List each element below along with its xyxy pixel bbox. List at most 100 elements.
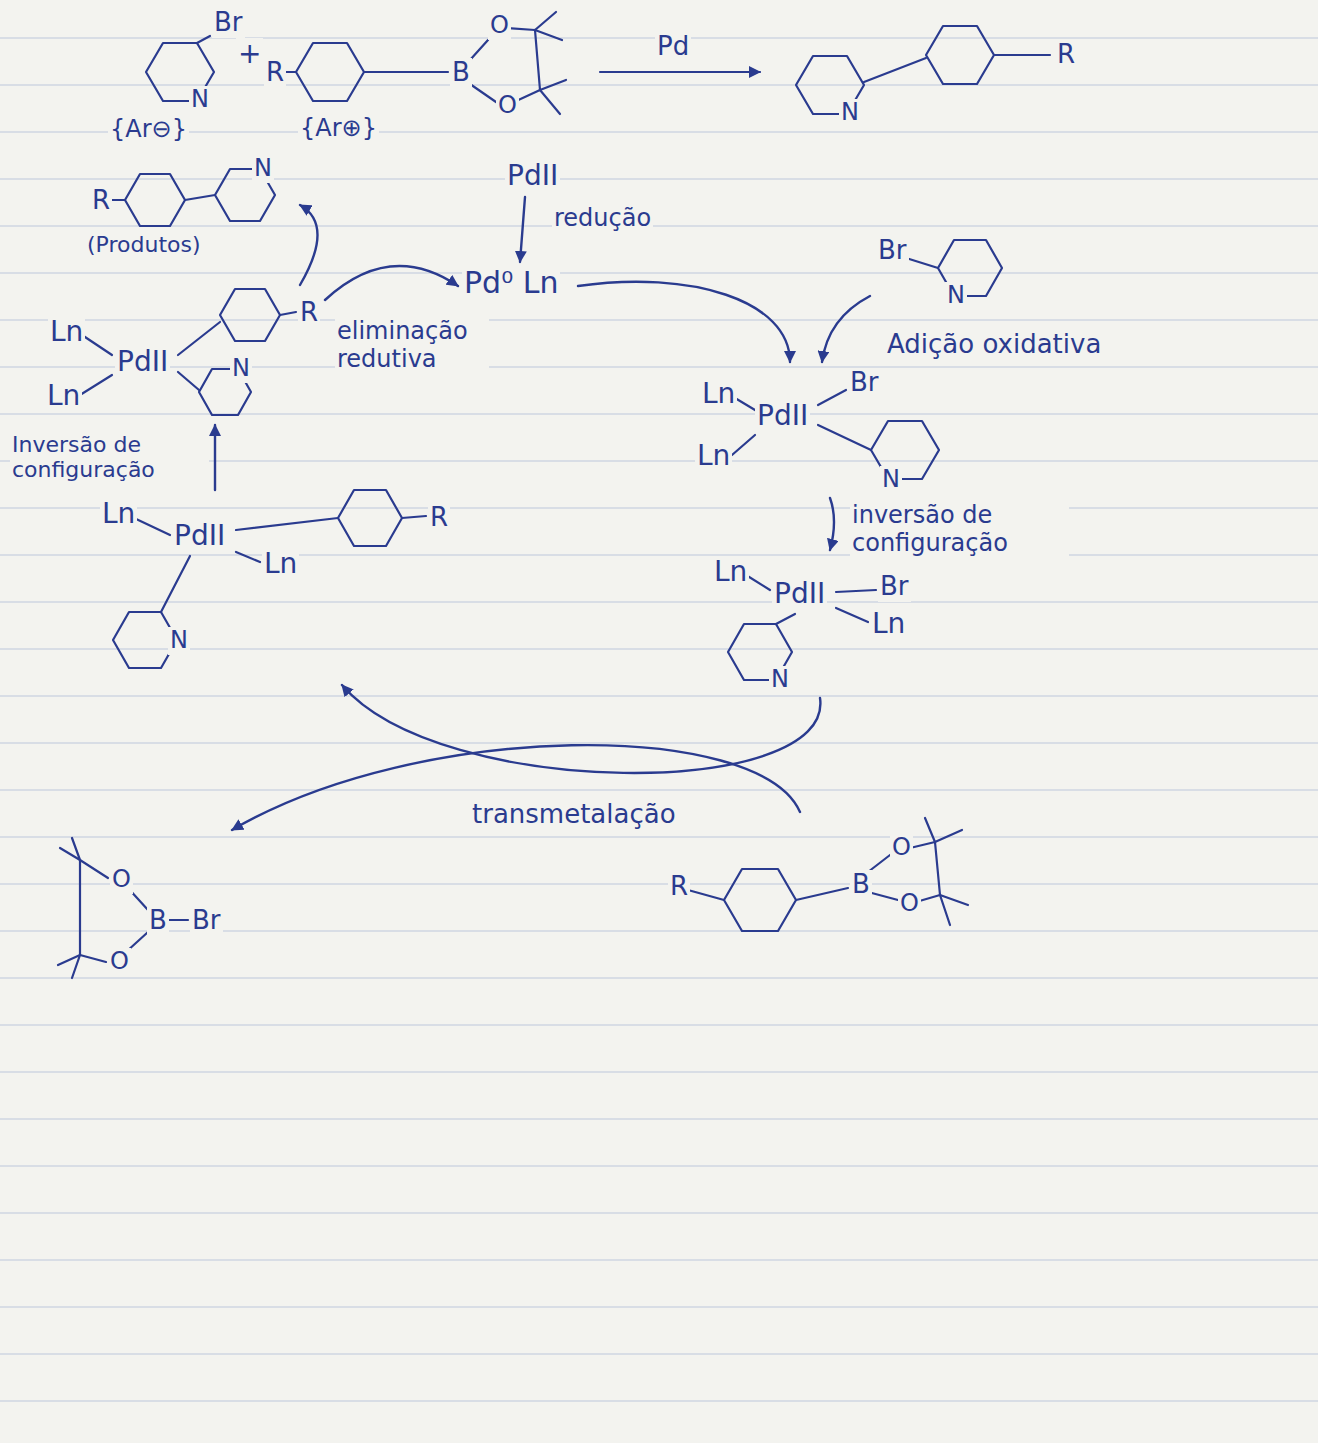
atom-label: {Ar⊕} xyxy=(298,115,379,143)
reaction-arrow xyxy=(830,498,834,550)
bond xyxy=(906,258,938,268)
bond xyxy=(470,40,488,60)
atom-label: N xyxy=(189,86,211,114)
formula-text: R xyxy=(668,872,690,902)
methyl xyxy=(540,90,560,114)
formula-text: PdII xyxy=(772,578,827,610)
formula-text: N xyxy=(769,666,791,694)
formula-text: Ln xyxy=(45,380,82,412)
methyl xyxy=(925,818,935,842)
bond xyxy=(364,71,448,73)
formula-text: PdII xyxy=(115,346,170,378)
formula-text: N xyxy=(945,282,967,310)
bond xyxy=(470,84,496,102)
formula-text: Ln xyxy=(100,498,137,530)
atom-label: R xyxy=(1055,40,1077,70)
methyl xyxy=(940,895,950,925)
bond xyxy=(161,556,190,612)
formula-text: R xyxy=(90,186,112,216)
formula-text: Ln xyxy=(870,608,907,640)
methyl xyxy=(535,12,556,30)
bond xyxy=(776,614,795,624)
formula-text: Ln xyxy=(48,316,85,348)
formula-text: PdII xyxy=(755,400,810,432)
bond xyxy=(236,518,338,530)
formula-text: N xyxy=(168,627,190,655)
reaction-arrow xyxy=(342,685,820,773)
formula-text: O xyxy=(898,890,921,918)
formula-text: Ln xyxy=(262,548,299,580)
bond xyxy=(80,375,112,395)
step-label: redução xyxy=(552,205,653,233)
step-label: transmetalação xyxy=(470,800,678,830)
bond xyxy=(735,398,755,410)
bond xyxy=(80,955,106,962)
methyl xyxy=(72,838,80,860)
formula-text: PdII xyxy=(172,520,227,552)
atom-label: Pd xyxy=(655,32,691,62)
atom-label: O xyxy=(496,92,519,120)
bond xyxy=(732,435,755,455)
ruled-lines xyxy=(0,38,1318,1401)
chemical-species: RBOO xyxy=(660,812,975,937)
reaction-arrow xyxy=(822,296,870,362)
atom-label: + xyxy=(236,38,263,70)
structures xyxy=(58,12,1050,978)
formula-text: Ln xyxy=(700,378,737,410)
chemical-species: LnPdIIBrLnN xyxy=(705,550,930,698)
formula-text: PdII xyxy=(505,160,560,192)
bond xyxy=(818,425,871,450)
chemical-species: OBBrO xyxy=(50,830,240,985)
formula-text: Br xyxy=(190,906,223,936)
atom-label: {Ar⊖} xyxy=(108,116,189,144)
bond xyxy=(535,30,540,90)
benzene-ring xyxy=(220,289,280,341)
chemical-species: LnPdIILnRN xyxy=(95,490,455,685)
formula-text: Ln xyxy=(712,556,749,588)
bond xyxy=(168,919,188,921)
bond xyxy=(688,890,724,900)
step-label: Adição oxidativa xyxy=(885,330,1103,360)
bond xyxy=(796,888,848,900)
bond xyxy=(280,312,296,315)
formula-text: N xyxy=(230,355,252,383)
reaction-arrow xyxy=(578,282,790,362)
bond xyxy=(402,516,426,518)
methyl xyxy=(72,955,80,978)
reaction-arrow xyxy=(232,745,800,830)
bond xyxy=(80,860,108,878)
benzene-ring xyxy=(724,869,796,931)
chemical-species: PdII xyxy=(500,156,575,197)
reaction-arrow xyxy=(214,425,216,490)
bond xyxy=(178,322,220,355)
chemical-species: LnLnPdIIBrN xyxy=(692,362,944,498)
atom-label: R xyxy=(264,58,286,88)
formula-text: (Produtos) xyxy=(85,232,203,257)
reaction-arrow xyxy=(600,71,760,73)
formula-text: Br xyxy=(848,368,881,398)
chemical-species: BrN xyxy=(870,232,1008,314)
bond xyxy=(868,892,898,900)
bond xyxy=(197,36,210,43)
bond xyxy=(134,518,170,535)
formula-text: B xyxy=(147,906,169,936)
bond xyxy=(818,390,846,405)
bond xyxy=(185,195,215,200)
bond xyxy=(82,335,112,355)
formula-text: Br xyxy=(876,236,909,266)
chemical-species: Pd⁰ Ln xyxy=(458,262,578,306)
formula-text: N xyxy=(880,466,902,494)
bond xyxy=(836,608,868,622)
bond xyxy=(910,842,935,848)
reaction-arrow xyxy=(325,266,458,300)
formula-text: R xyxy=(298,298,320,328)
formula-text: N xyxy=(252,155,274,183)
formula-text: R xyxy=(428,503,450,533)
methyl xyxy=(935,830,962,842)
bond xyxy=(110,199,125,201)
reaction-arrow xyxy=(520,197,525,262)
